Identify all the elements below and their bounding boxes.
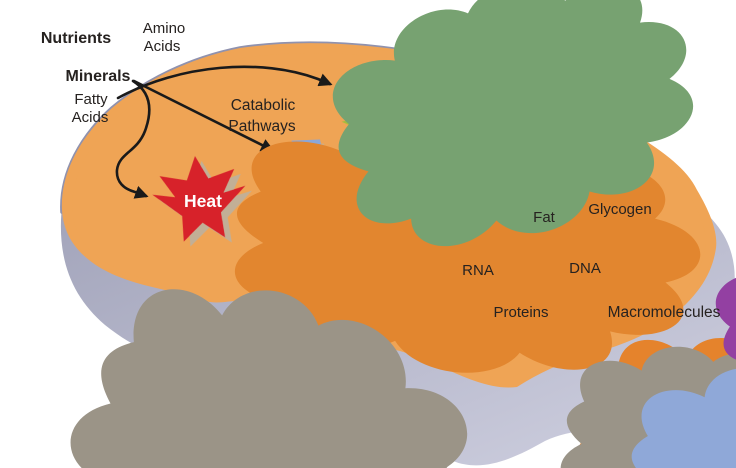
svg-text:Proteins: Proteins (493, 304, 548, 321)
proteins-blob: Proteins (493, 304, 736, 468)
svg-text:DNA: DNA (569, 260, 601, 277)
svg-text:Acids: Acids (144, 38, 181, 55)
glycogen-blob: Glycogen (588, 191, 736, 436)
fat-blob: Fat (533, 209, 736, 468)
minerals-label: Minerals (66, 68, 131, 85)
rna-blob: RNA (462, 262, 736, 468)
heat-label: Heat (184, 191, 222, 211)
svg-text:Fatty: Fatty (74, 91, 108, 108)
svg-text:Acids: Acids (72, 109, 109, 126)
arrow-nutrients-to-heat (115, 79, 151, 199)
arrow-minerals-to-building-blocks (132, 79, 275, 152)
nutrients-blob: Nutrients (41, 30, 715, 404)
heat-star (152, 156, 246, 242)
svg-text:Amino: Amino (143, 20, 186, 37)
svg-text:Catabolic: Catabolic (231, 97, 296, 114)
svg-text:Pathways: Pathways (228, 118, 295, 135)
catabolic-pathways-label: Catabolic Pathways (228, 97, 295, 135)
svg-text:Glycogen: Glycogen (588, 201, 651, 218)
fatty-acids-blob: Fatty Acids (26, 91, 526, 468)
dna-blob: DNA (569, 172, 736, 447)
macromolecules-label: Macromolecules (608, 304, 721, 321)
svg-text:RNA: RNA (462, 262, 494, 279)
amino-acids-blob: Amino Acids (143, 0, 722, 276)
nutrients-label: Nutrients (41, 30, 111, 47)
svg-text:Fat: Fat (533, 209, 556, 226)
